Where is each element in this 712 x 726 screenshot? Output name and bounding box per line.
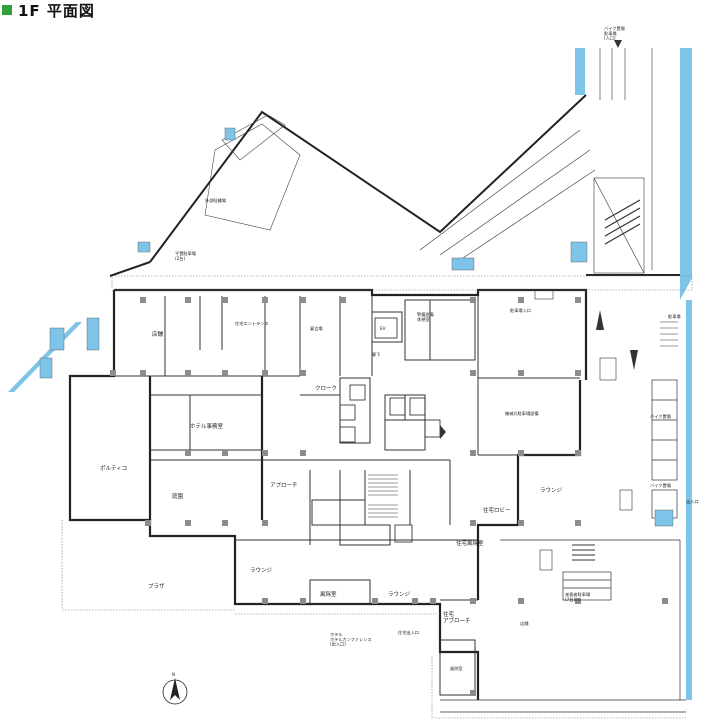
building-outline bbox=[68, 288, 588, 700]
water-channel-right bbox=[680, 48, 692, 300]
label-retail-b: 店舗 bbox=[520, 620, 528, 627]
dotted-perimeter bbox=[61, 275, 693, 719]
label-res-entrance: 住宅風除室 bbox=[456, 539, 484, 547]
label-parking-right: 駐車場 bbox=[668, 313, 681, 320]
label-res-lounge: ラウンジ bbox=[540, 486, 563, 494]
label-res-lobby: 住宅ロビー bbox=[483, 506, 511, 514]
columns bbox=[110, 297, 668, 696]
title-marker-icon bbox=[2, 5, 12, 15]
water-patches bbox=[39, 127, 674, 527]
label-hotel-lounge: ラウンジ bbox=[250, 566, 273, 574]
label-lobby-hall: 宴会場 bbox=[310, 325, 323, 332]
label-porte-cochere: ポルティコ bbox=[100, 465, 127, 472]
upper-lots bbox=[204, 114, 301, 231]
label-plaza: プラザ bbox=[148, 583, 165, 590]
traffic-arrows bbox=[440, 40, 638, 439]
label-entry-mark: 出入口 bbox=[686, 498, 699, 505]
label-wind-room2: 風除室 bbox=[450, 665, 463, 672]
road-lines bbox=[419, 48, 653, 274]
label-bike-lot-bottom: 来客者駐車場(7台) bbox=[565, 591, 591, 603]
label-wind-room: 風除室 bbox=[320, 590, 337, 598]
site-boundary bbox=[109, 94, 680, 277]
title-bar: 1F 平面図 bbox=[2, 0, 95, 20]
page-title: 1F 平面図 bbox=[18, 1, 95, 20]
label-bike-right2: バイク置場 bbox=[650, 482, 672, 489]
car-icons bbox=[534, 289, 633, 571]
north-label: N bbox=[172, 672, 175, 677]
right-parking bbox=[440, 379, 686, 713]
elevator-shafts bbox=[339, 317, 441, 543]
label-security: 警備設備休憩室 bbox=[417, 311, 434, 323]
label-hotel-conf: ホテルホテルカンファレンス(出入口) bbox=[330, 632, 372, 648]
label-bike-right: バイク置場 bbox=[650, 413, 672, 420]
label-parking-entrance: 駐車場入口 bbox=[510, 307, 531, 314]
water-top-center bbox=[575, 48, 585, 95]
label-residence-room: 住宅エントランス bbox=[235, 320, 268, 327]
label-bike-top: バイク置場駐車場(入口) bbox=[604, 25, 626, 41]
label-flat-parking: 平置駐車場(2台) bbox=[175, 250, 197, 262]
interior-walls bbox=[114, 295, 580, 696]
label-guest-shop: 店舗 bbox=[152, 330, 164, 338]
label-ev: EV bbox=[380, 326, 386, 331]
right-crosswalk bbox=[572, 544, 595, 561]
label-hotel-lounge2: ラウンジ bbox=[388, 590, 411, 598]
crosswalk bbox=[604, 199, 641, 245]
label-mech-parking: 機械式駐車場設備 bbox=[505, 410, 539, 417]
label-garden: 庭園 bbox=[172, 492, 184, 500]
label-corridor: 廊下 bbox=[372, 351, 380, 358]
label-outer-parking: 外部駐輪場 bbox=[205, 197, 227, 204]
stairs bbox=[368, 321, 678, 518]
label-res-entry-note: 住宅出入口 bbox=[398, 629, 419, 636]
water-channel-right-lower bbox=[686, 300, 692, 700]
label-res-approach: 住宅アプローチ bbox=[443, 610, 471, 624]
label-hotel-office: ホテル事務室 bbox=[190, 422, 224, 430]
label-hotel-approach: アプローチ bbox=[270, 482, 298, 489]
label-cloak: クローク bbox=[315, 385, 337, 392]
north-arrow-icon bbox=[162, 678, 188, 705]
